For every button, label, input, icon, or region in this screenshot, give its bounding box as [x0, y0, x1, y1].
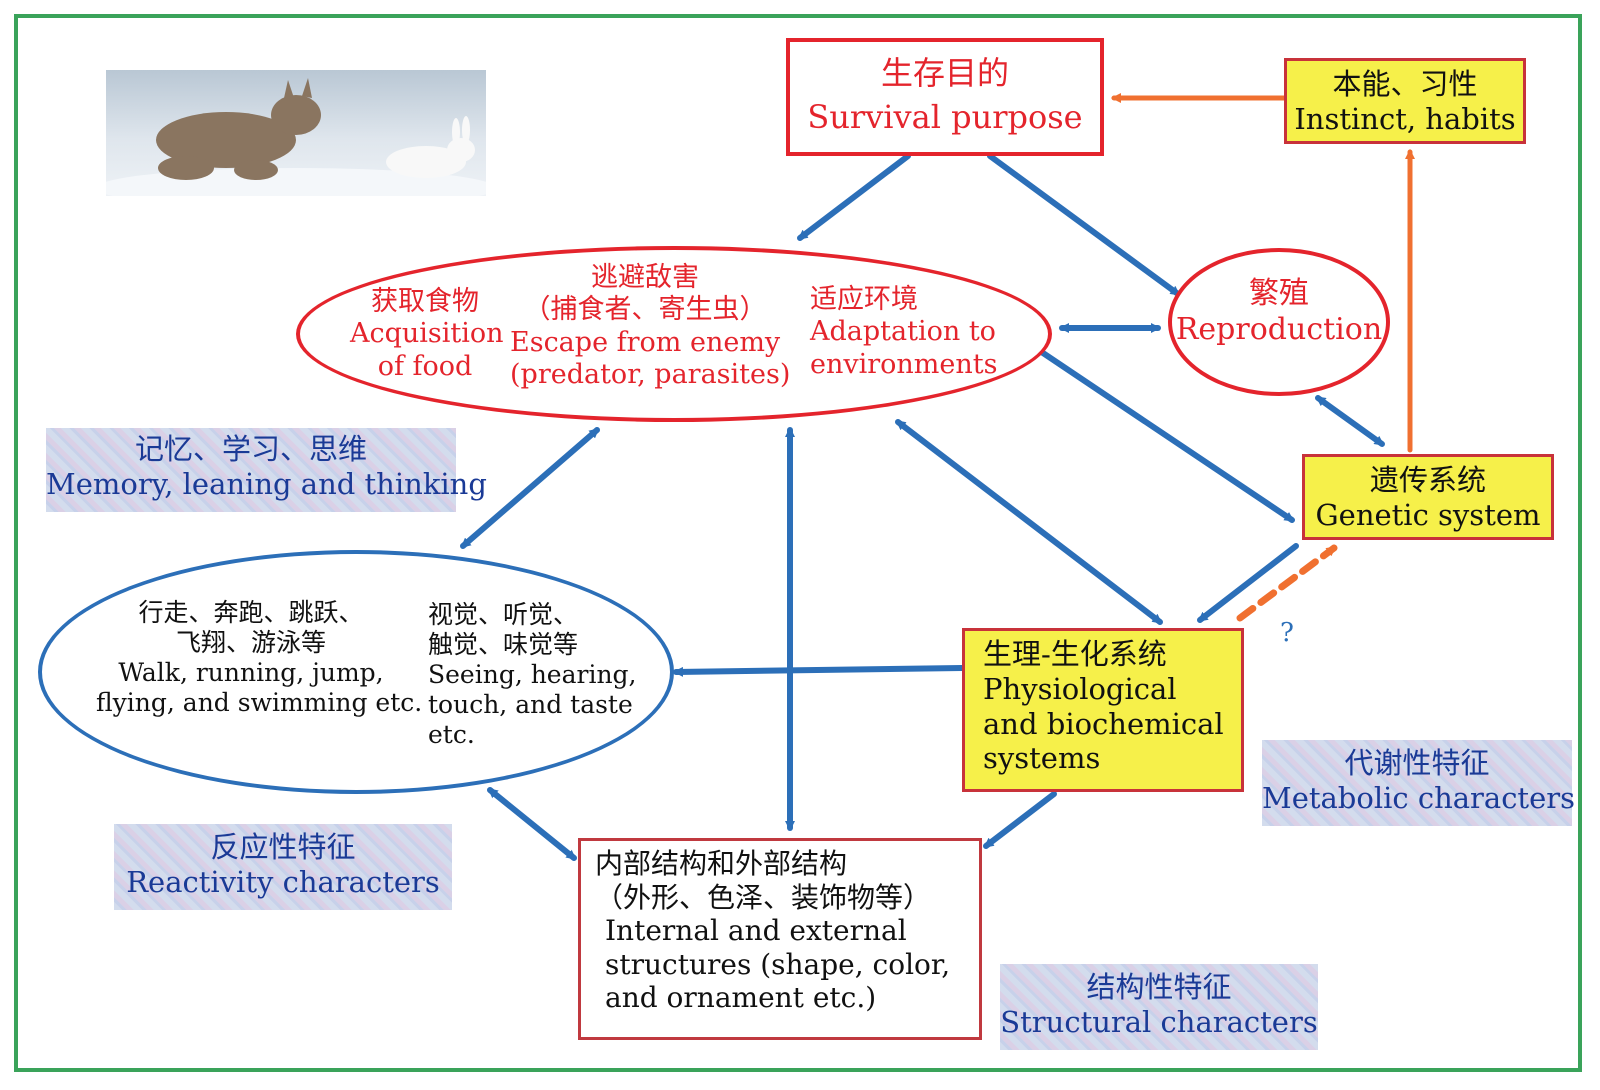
arrow-physio-to-behavior [673, 665, 965, 677]
reproduction-ellipse: 繁殖 Reproduction [1168, 248, 1390, 396]
senses-zh2: 触觉、味觉等 [428, 630, 579, 659]
adapt-en2: environments [810, 348, 998, 380]
memory-en: Memory, leaning and thinking [46, 466, 487, 501]
metabolic-en: Metabolic characters [1262, 780, 1575, 815]
arrow-behavior-structure [487, 787, 577, 861]
arrow-physio-to-genetic-dashed [1236, 544, 1338, 622]
lynx-hare-photo [106, 70, 486, 196]
arrow-reproduction-genetic [1315, 395, 1385, 447]
structure-zh1: 内部结构和外部结构 [595, 847, 848, 880]
movement-group: 行走、奔跑、跳跃、 飞翔、游泳等 Walk, running, jump, fl… [96, 598, 423, 718]
reproduction-en: Reproduction [1175, 312, 1383, 347]
reactivity-zh: 反应性特征 [210, 830, 356, 864]
question-mark: ? [1280, 618, 1294, 648]
adaptation-group: 适应环境 Adaptation to environments [810, 284, 998, 381]
metabolic-zh: 代谢性特征 [1344, 746, 1490, 780]
structure-box: 内部结构和外部结构 （外形、色泽、装饰物等） Internal and exte… [578, 838, 982, 1040]
physio-en3: systems [983, 741, 1101, 776]
survival-en: Survival purpose [807, 98, 1083, 137]
escape-zh2: （捕食者、寄生虫） [523, 294, 767, 326]
escape-zh1: 逃避敌害 [591, 262, 699, 293]
adapt-zh: 适应环境 [810, 284, 918, 315]
genetic-en: Genetic system [1315, 497, 1541, 532]
arrow-goals-physio [895, 419, 1163, 625]
movement-en2: flying, and swimming etc. [96, 688, 423, 717]
food-en2: of food [377, 350, 473, 382]
arrow-goals-behavior [460, 427, 600, 549]
structural-label: 结构性特征 Structural characters [1000, 964, 1318, 1050]
movement-zh2: 飞翔、游泳等 [175, 628, 326, 657]
escape-group: 逃避敌害 （捕食者、寄生虫） Escape from enemy (predat… [510, 262, 791, 392]
food-zh: 获取食物 [371, 286, 479, 317]
survival-zh: 生存目的 [880, 54, 1009, 92]
senses-en1: Seeing, hearing, [428, 660, 637, 689]
arrow-genetic-to-physio [1197, 543, 1299, 623]
instinct-zh: 本能、习性 [1332, 67, 1478, 101]
instinct-en: Instinct, habits [1294, 101, 1516, 136]
escape-en2: (predator, parasites) [510, 359, 791, 391]
physiological-box: 生理-生化系统 Physiological and biochemical sy… [962, 628, 1244, 792]
behavior-ellipse [38, 550, 674, 794]
physio-en2: and biochemical [983, 706, 1224, 741]
senses-en2: touch, and taste [428, 690, 633, 719]
structural-zh: 结构性特征 [1086, 970, 1232, 1004]
genetic-system-box: 遗传系统 Genetic system [1302, 454, 1554, 540]
food-en1: Acquisition [350, 318, 504, 350]
movement-en1: Walk, running, jump, [118, 658, 384, 687]
adapt-en1: Adaptation to [810, 316, 996, 348]
structure-zh2: （外形、色泽、装饰物等） [595, 880, 932, 914]
structure-en1: Internal and external [605, 914, 907, 948]
structural-en: Structural characters [1000, 1004, 1318, 1039]
food-group: 获取食物 Acquisition of food [350, 286, 504, 383]
senses-en3: etc. [428, 720, 475, 749]
senses-zh1: 视觉、听觉、 [428, 600, 579, 629]
instinct-habits-box: 本能、习性 Instinct, habits [1284, 58, 1526, 144]
arrow-survival-to-goals [797, 153, 911, 241]
survival-purpose-box: 生存目的 Survival purpose [786, 38, 1104, 156]
arrow-survival-to-reproduction [987, 153, 1181, 297]
structure-en3: and ornament etc.) [605, 981, 877, 1015]
movement-zh1: 行走、奔跑、跳跃、 [138, 598, 364, 627]
goals-ellipse [296, 246, 1052, 422]
metabolic-label: 代谢性特征 Metabolic characters [1262, 740, 1575, 826]
memory-zh: 记忆、学习、思维 [134, 432, 367, 466]
genetic-zh: 遗传系统 [1369, 463, 1486, 497]
reactivity-en: Reactivity characters [126, 864, 440, 899]
physio-en1: Physiological [983, 671, 1177, 706]
memory-label: 记忆、学习、思维 Memory, leaning and thinking [46, 428, 487, 512]
reactivity-label: 反应性特征 Reactivity characters [114, 824, 452, 910]
structure-en2: structures (shape, color, [605, 947, 951, 981]
senses-group: 视觉、听觉、 触觉、味觉等 Seeing, hearing, touch, an… [428, 600, 648, 750]
arrow-physio-to-structure [983, 791, 1057, 849]
reproduction-zh: 繁殖 [1249, 276, 1309, 311]
escape-en1: Escape from enemy [510, 326, 781, 358]
diagram-frame [14, 14, 1582, 1072]
physio-zh: 生理-生化系统 [983, 637, 1167, 671]
